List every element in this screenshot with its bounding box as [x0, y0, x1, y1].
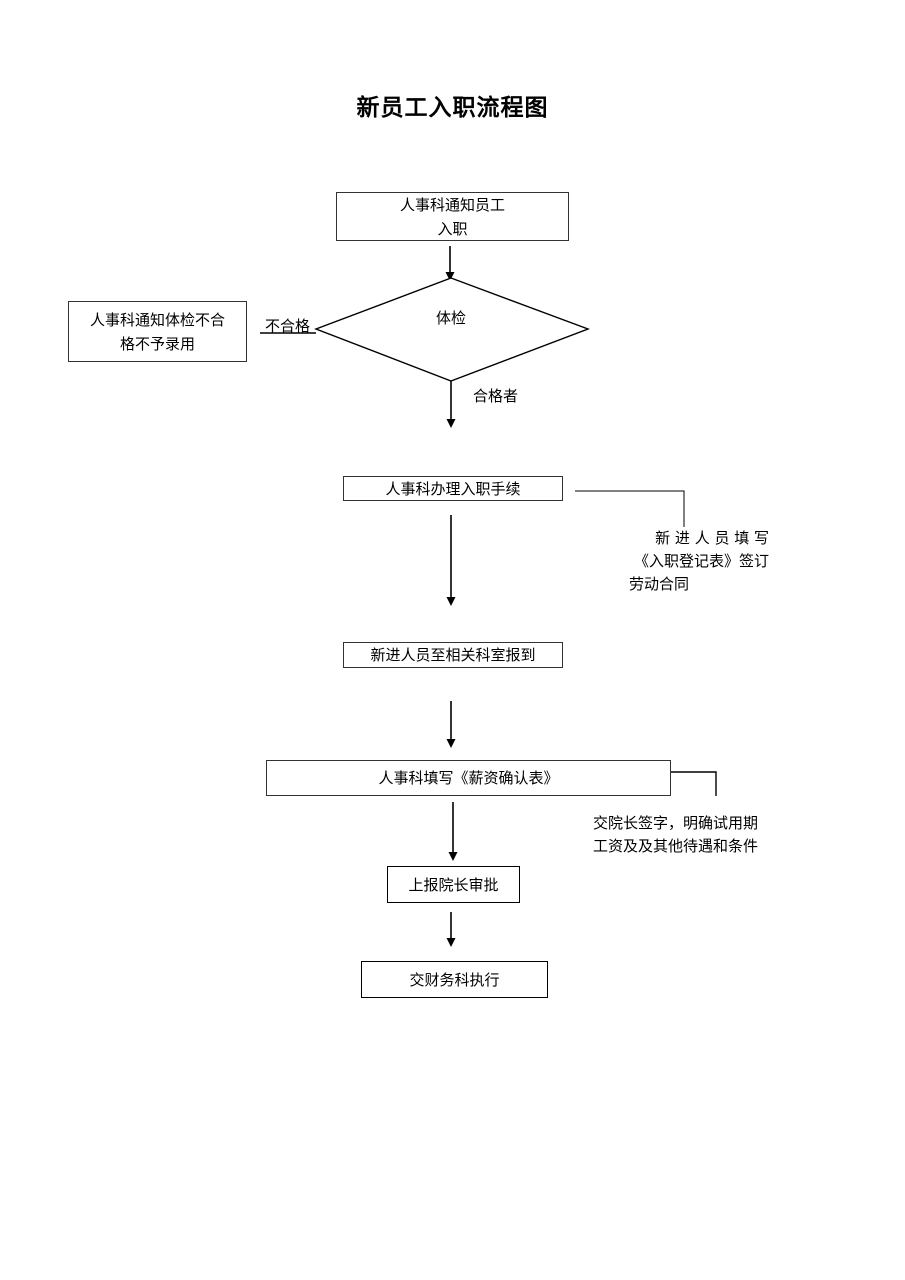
reject-line1: 人事科通知体检不合: [89, 310, 225, 329]
registration-note-line3: 劳动合同: [629, 575, 690, 593]
arrowhead: [446, 938, 456, 947]
registration-note: 新 进 人 员 填 写 《入职登记表》签订 劳动合同: [629, 527, 769, 596]
finance-box: 交财务科执行: [361, 961, 548, 998]
reject-box: 人事科通知体检不合 格不予录用: [68, 301, 247, 362]
director-sign-note: 交院长签字，明确试用期 工资及及其他待遇和条件: [593, 812, 758, 858]
director-sign-line1: 交院长签字，明确试用期: [593, 814, 759, 832]
director-sign-line2: 工资及及其他待遇和条件: [593, 837, 759, 855]
director-note-connector: [671, 771, 717, 796]
approval-box: 上报院长审批: [387, 866, 520, 903]
health-check-label: 体检: [436, 309, 467, 327]
pass-label: 合格者: [473, 387, 519, 405]
fail-label: 不合格: [265, 317, 311, 335]
salary-form-box: 人事科填写《薪资确认表》: [266, 760, 671, 796]
page-title: 新员工入职流程图: [356, 94, 549, 121]
notify-entry-line1: 人事科通知员工: [399, 195, 505, 214]
report-box: 新进人员至相关科室报到: [343, 642, 563, 668]
arrowhead: [446, 739, 456, 748]
arrowhead: [446, 419, 456, 428]
arrowhead: [445, 272, 455, 281]
arrowhead: [446, 597, 456, 606]
registration-note-line2: 《入职登记表》签订: [633, 552, 769, 570]
registration-note-connector: [575, 490, 685, 527]
procedures-box: 人事科办理入职手续: [343, 476, 563, 501]
registration-note-line1: 新 进 人 员 填 写: [655, 529, 769, 547]
arrowhead: [448, 852, 458, 861]
reject-line2: 格不予录用: [119, 334, 195, 353]
notify-entry-line2: 入职: [437, 219, 468, 238]
notify-entry-box: 人事科通知员工 入职: [336, 192, 569, 241]
